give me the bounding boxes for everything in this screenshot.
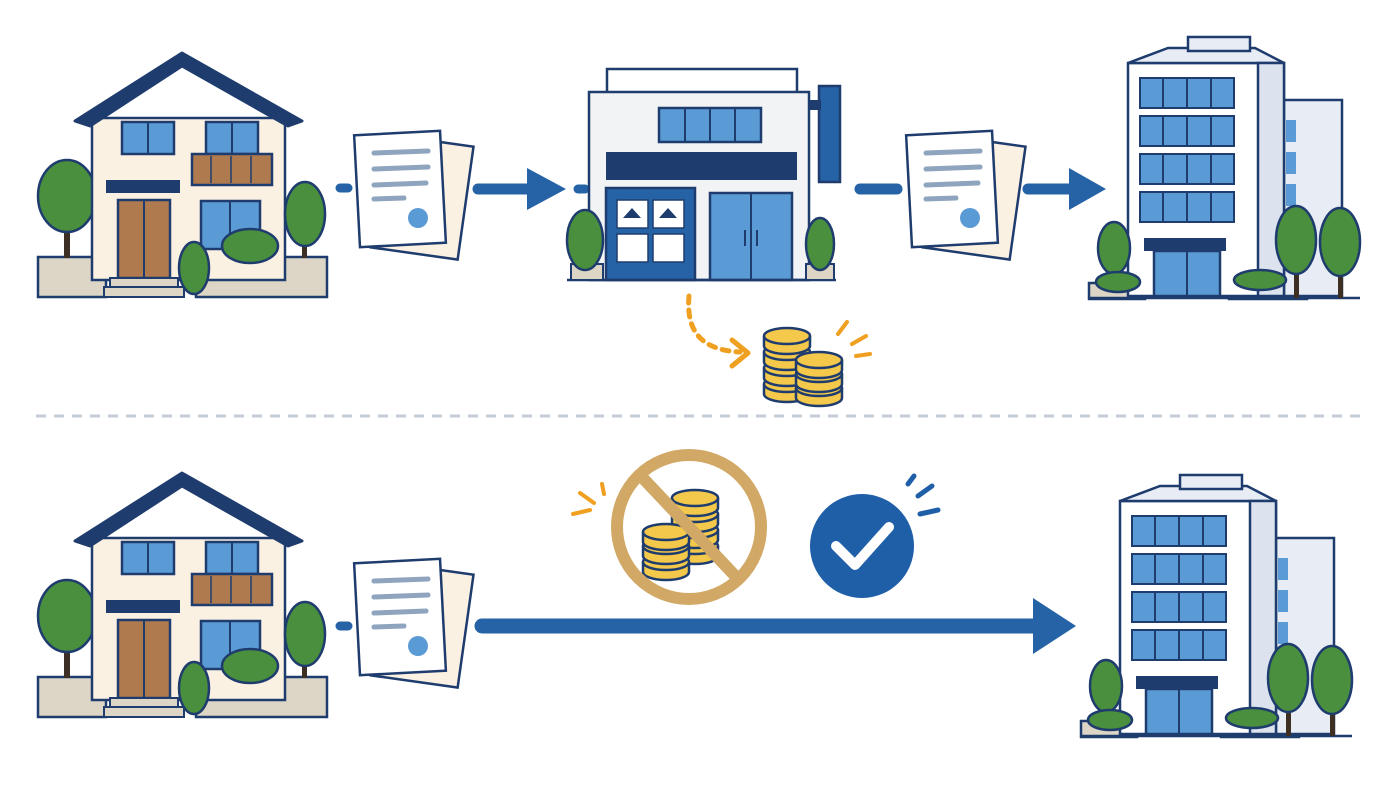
agency-storefront-icon [565,67,842,282]
arrow-right-icon [472,168,566,210]
office-building-icon [1078,473,1354,739]
top-row [36,35,1362,408]
arrow-right-icon [1022,168,1106,210]
coins-icon [762,320,872,408]
long-arrow-right-icon [474,598,1076,654]
office-building-icon [1086,35,1362,301]
document-icon [906,131,1025,260]
document-icon [354,559,473,688]
house-icon [36,471,329,719]
no-fee-icon [571,449,767,605]
fee-dashed-arrow [686,293,743,355]
fee-arrowhead [729,337,751,369]
checkmark-icon [810,473,941,598]
document-icon [354,131,473,260]
bottom-row [36,449,1354,739]
house-icon [36,51,329,299]
